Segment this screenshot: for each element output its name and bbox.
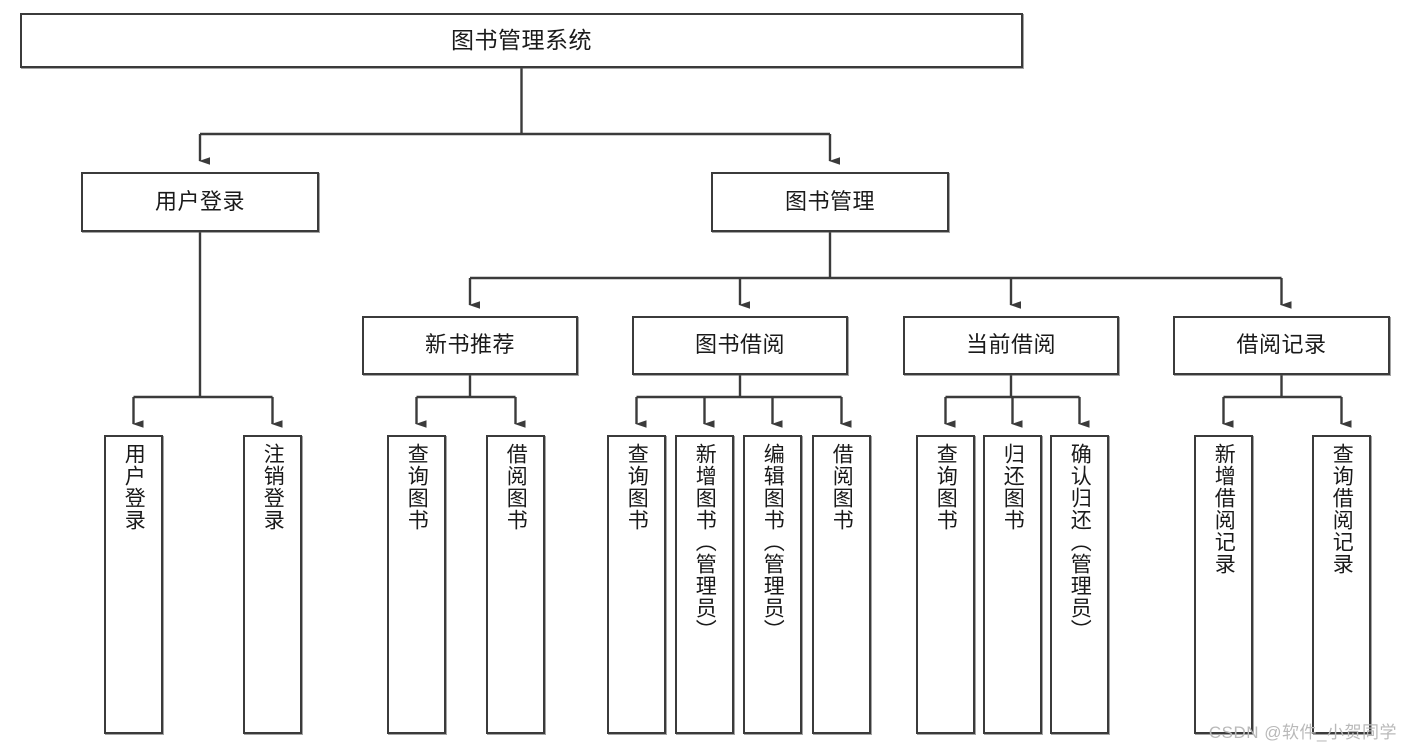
leaf-query-book-borrow[interactable]: 查询图书 (607, 435, 666, 734)
node-label: 借阅图书 (830, 443, 854, 531)
node-label: 查询图书 (934, 443, 958, 531)
node-label: 当前借阅 (965, 332, 1056, 358)
node-label: 确认归还（管理员） (1068, 443, 1092, 641)
leaf-return-book[interactable]: 归还图书 (983, 435, 1042, 734)
node-label: 编辑图书（管理员） (761, 443, 785, 641)
node-current-borrow[interactable]: 当前借阅 (903, 316, 1119, 375)
node-label: 图书管理 (784, 188, 875, 214)
leaf-logout[interactable]: 注销登录 (243, 435, 302, 734)
leaf-add-book-admin[interactable]: 新增图书（管理员） (675, 435, 734, 734)
node-label: 查询借阅记录 (1330, 443, 1354, 575)
node-label: 查询图书 (625, 443, 649, 531)
node-label: 新书推荐 (424, 332, 515, 358)
node-label: 图书借阅 (694, 332, 785, 358)
node-label: 注销登录 (261, 443, 285, 531)
leaf-confirm-return-admin[interactable]: 确认归还（管理员） (1050, 435, 1109, 734)
node-new-book-recommend[interactable]: 新书推荐 (362, 316, 578, 375)
leaf-borrow-book-new[interactable]: 借阅图书 (486, 435, 545, 734)
leaf-query-borrow-record[interactable]: 查询借阅记录 (1312, 435, 1371, 734)
node-label: 借阅图书 (504, 443, 528, 531)
node-label: 新增借阅记录 (1212, 443, 1236, 575)
node-user-login[interactable]: 用户登录 (81, 172, 319, 232)
node-label: 用户登录 (154, 188, 245, 214)
leaf-user-login[interactable]: 用户登录 (104, 435, 163, 734)
node-label: 归还图书 (1001, 443, 1025, 531)
node-root[interactable]: 图书管理系统 (20, 13, 1023, 68)
leaf-add-borrow-record[interactable]: 新增借阅记录 (1194, 435, 1253, 734)
node-label: 图书管理系统 (451, 26, 592, 53)
node-label: 借阅记录 (1236, 332, 1327, 358)
leaf-edit-book-admin[interactable]: 编辑图书（管理员） (743, 435, 802, 734)
leaf-query-book-current[interactable]: 查询图书 (916, 435, 975, 734)
leaf-query-book-new[interactable]: 查询图书 (387, 435, 446, 734)
node-borrow-records[interactable]: 借阅记录 (1173, 316, 1390, 375)
node-label: 新增图书（管理员） (693, 443, 717, 641)
leaf-borrow-book[interactable]: 借阅图书 (812, 435, 871, 734)
node-label: 用户登录 (122, 443, 146, 531)
node-book-management[interactable]: 图书管理 (711, 172, 949, 232)
node-book-borrow[interactable]: 图书借阅 (632, 316, 848, 375)
watermark: CSDN @软件_小贺同学 (1208, 723, 1397, 742)
node-label: 查询图书 (405, 443, 429, 531)
